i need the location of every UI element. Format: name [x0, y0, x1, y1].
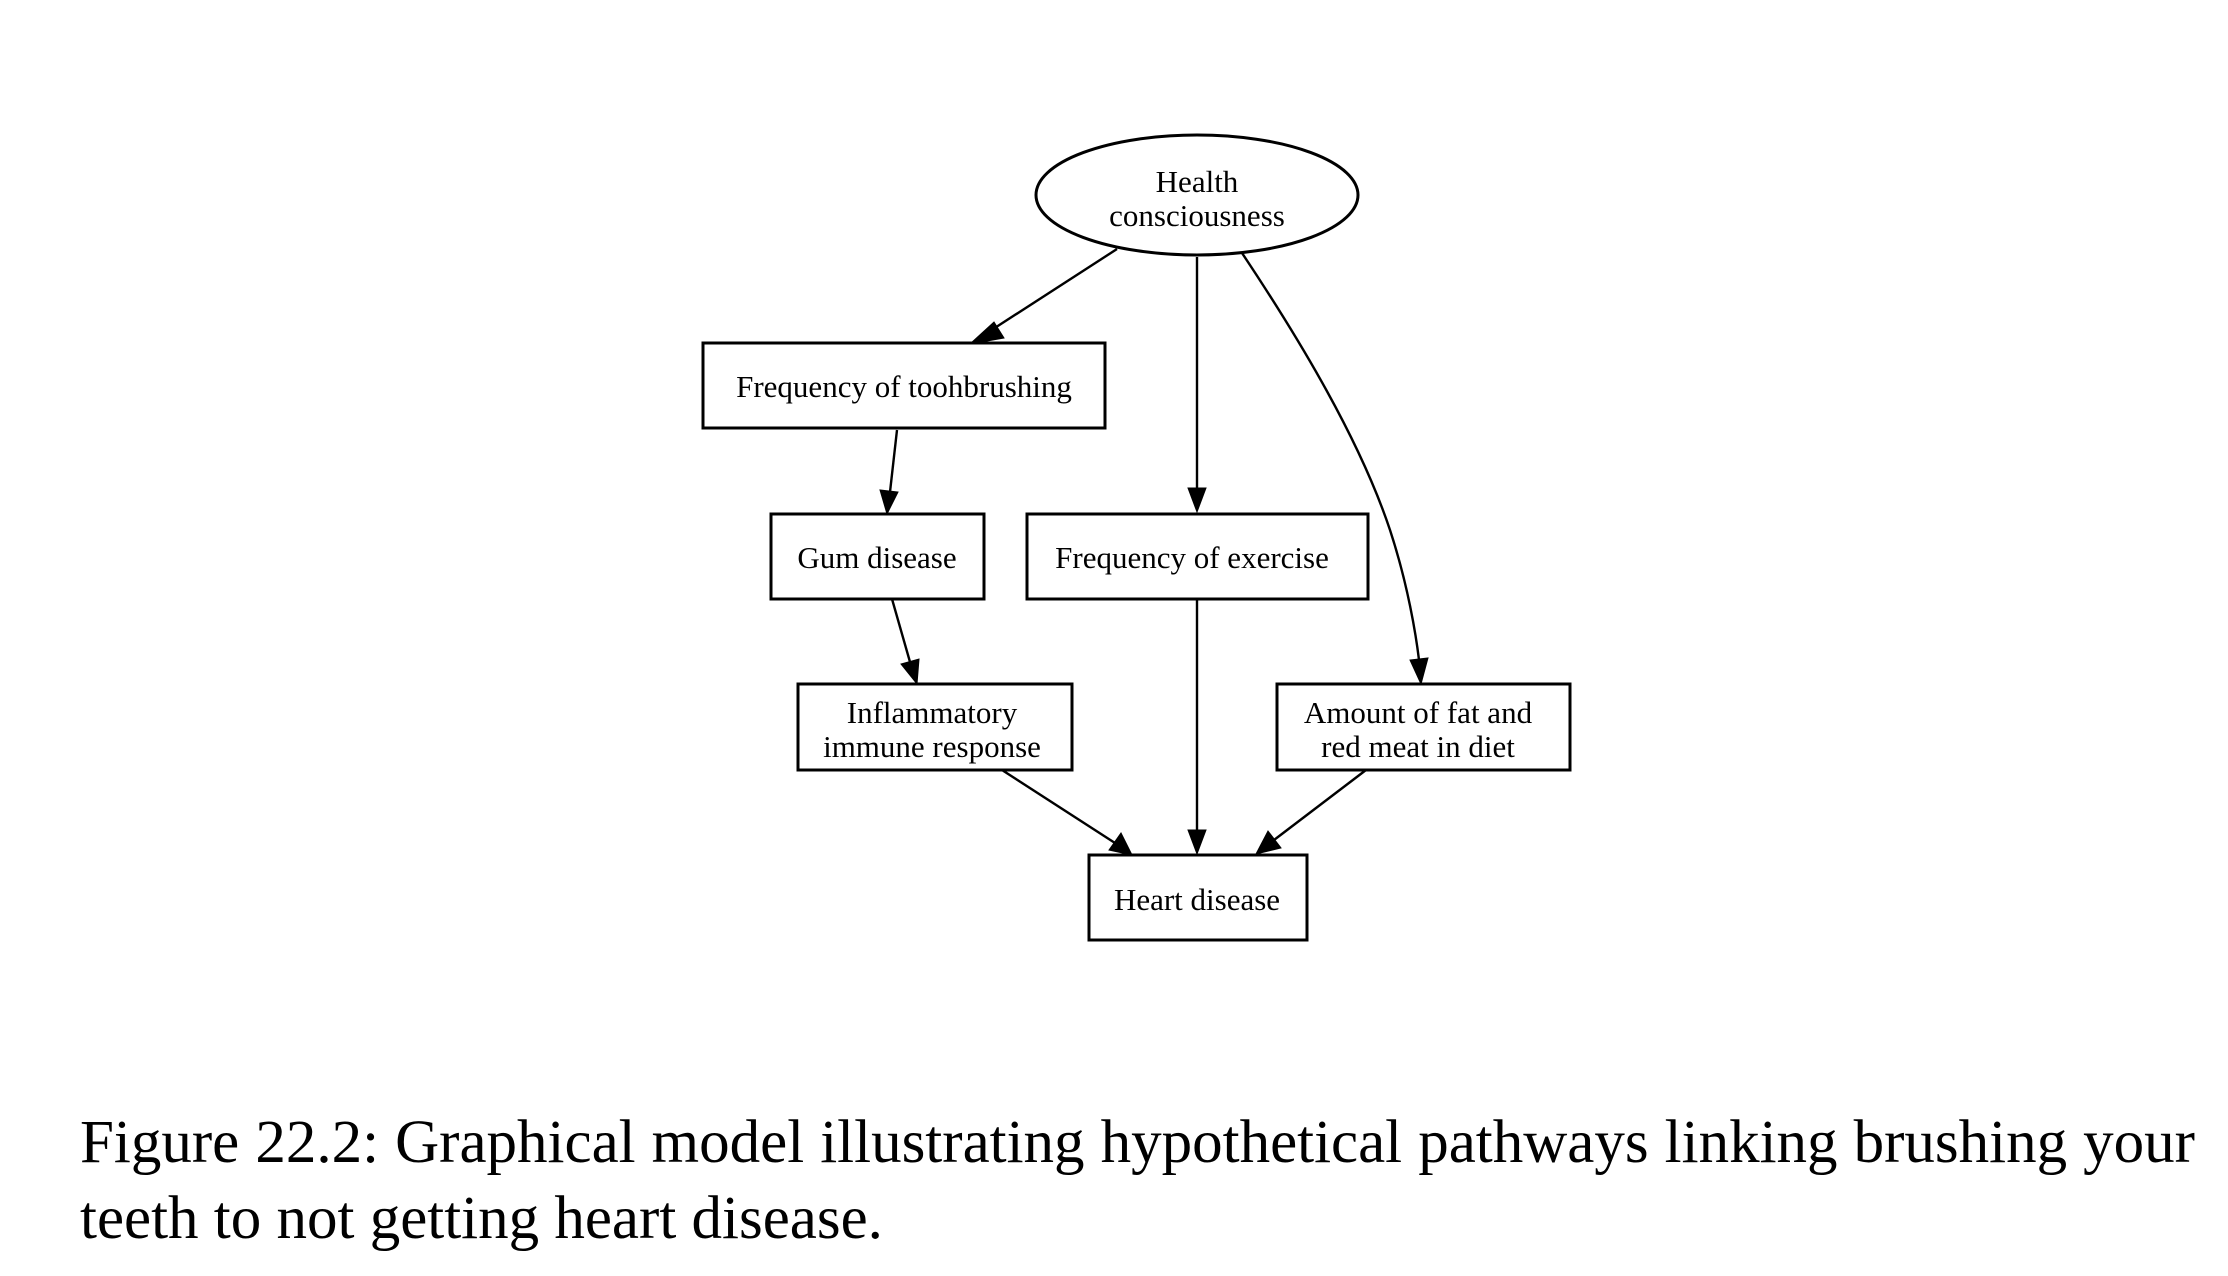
- node-health-consciousness-line-1: Health: [1156, 164, 1239, 199]
- node-amount-of-fat-and-red-meat-line-2: red meat in diet: [1321, 729, 1515, 764]
- node-amount-of-fat-and-red-meat: Amount of fat and red meat in diet: [1275, 682, 1572, 772]
- edge-health-to-brushing: [968, 247, 1118, 345]
- edge-gum-to-inflammatory: [890, 598, 920, 686]
- node-frequency-of-exercise: Frequency of exercise: [1025, 512, 1370, 601]
- node-inflammatory-immune-response-line-2: immune response: [823, 729, 1041, 764]
- edge-brushing-to-gum: [879, 429, 899, 516]
- node-gum-disease-label: Gum disease: [797, 540, 956, 575]
- edge-health-to-exercise: [1187, 257, 1207, 514]
- node-frequency-of-exercise-label: Frequency of exercise: [1055, 540, 1329, 575]
- node-frequency-of-toothbrushing: Frequency of toohbrushing: [701, 341, 1107, 430]
- node-health-consciousness-line-2: consciousness: [1109, 198, 1285, 233]
- nodes: Health consciousness Frequency of toohbr…: [701, 133, 1572, 942]
- node-gum-disease: Gum disease: [769, 512, 986, 601]
- edge-health-to-fat: [1241, 252, 1429, 686]
- node-heart-disease: Heart disease: [1087, 853, 1309, 942]
- edge-exercise-to-heart: [1187, 599, 1207, 856]
- node-frequency-of-toothbrushing-label: Frequency of toohbrushing: [736, 369, 1072, 404]
- node-health-consciousness: Health consciousness: [1034, 133, 1360, 257]
- node-heart-disease-label: Heart disease: [1114, 882, 1280, 917]
- node-amount-of-fat-and-red-meat-line-1: Amount of fat and: [1304, 695, 1533, 730]
- edge-inflammatory-to-heart: [1001, 768, 1133, 856]
- node-inflammatory-immune-response-line-1: Inflammatory: [847, 695, 1018, 730]
- edge-fat-to-heart: [1255, 769, 1367, 855]
- figure-caption: Figure 22.2: Graphical model illustratin…: [80, 1109, 2195, 1252]
- edges: [879, 247, 1429, 856]
- node-inflammatory-immune-response: Inflammatory immune response: [796, 682, 1074, 772]
- causal-diagram: Health consciousness Frequency of toohbr…: [701, 133, 1572, 942]
